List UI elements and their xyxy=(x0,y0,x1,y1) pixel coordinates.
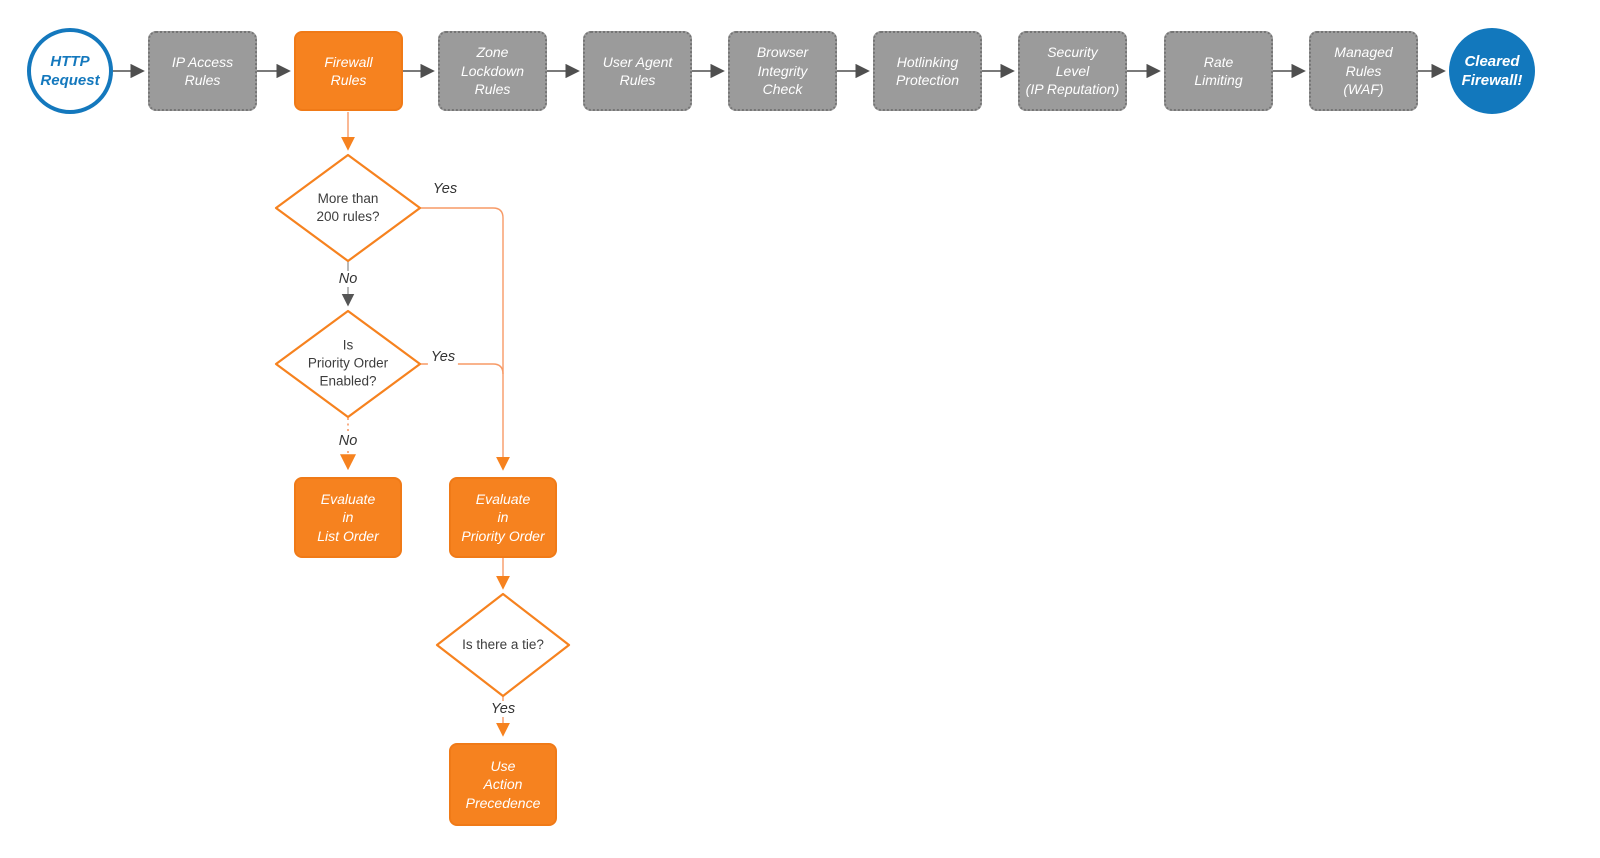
node-evaluate-in-priority-order: Evaluate in Priority Order xyxy=(449,477,557,558)
node-zone-lockdown-rules: Zone Lockdown Rules xyxy=(438,31,547,111)
node-security-level: Security Level (IP Reputation) xyxy=(1018,31,1127,111)
arrow-yes-rules-to-priority-order xyxy=(420,207,510,471)
edge-label-yes-rules: Yes xyxy=(429,181,461,197)
node-hotlinking-protection: Hotlinking Protection xyxy=(873,31,982,111)
node-use-action-precedence: Use Action Precedence xyxy=(449,743,557,826)
edge-label-no-rules: No xyxy=(335,271,361,287)
start-node-http-request: HTTP Request xyxy=(27,28,113,114)
node-user-agent-rules: User Agent Rules xyxy=(583,31,692,111)
arrow-yes-priority-merge xyxy=(420,363,504,375)
decision-more-than-200-rules-shape xyxy=(274,153,422,263)
decision-is-there-a-tie-label: Is there a tie? xyxy=(462,636,544,652)
node-browser-integrity-check: Browser Integrity Check xyxy=(728,31,837,111)
decision-is-there-a-tie-shape xyxy=(435,592,571,698)
node-managed-rules-waf: Managed Rules (WAF) xyxy=(1309,31,1418,111)
node-firewall-rules: Firewall Rules xyxy=(294,31,403,111)
decision-priority-order-enabled-label: Is Priority Order Enabled? xyxy=(307,337,389,390)
node-evaluate-in-list-order: Evaluate in List Order xyxy=(294,477,402,558)
edge-label-yes-tie: Yes xyxy=(487,701,519,717)
end-node-cleared-firewall: Cleared Firewall! xyxy=(1449,28,1535,114)
node-ip-access-rules: IP Access Rules xyxy=(148,31,257,111)
decision-priority-order-enabled-shape xyxy=(274,309,422,419)
node-rate-limiting: Rate Limiting xyxy=(1164,31,1273,111)
edge-label-yes-priority: Yes xyxy=(427,349,459,365)
edge-label-no-priority: No xyxy=(335,433,361,449)
decision-more-than-200-rules-label: More than 200 rules? xyxy=(316,190,380,224)
